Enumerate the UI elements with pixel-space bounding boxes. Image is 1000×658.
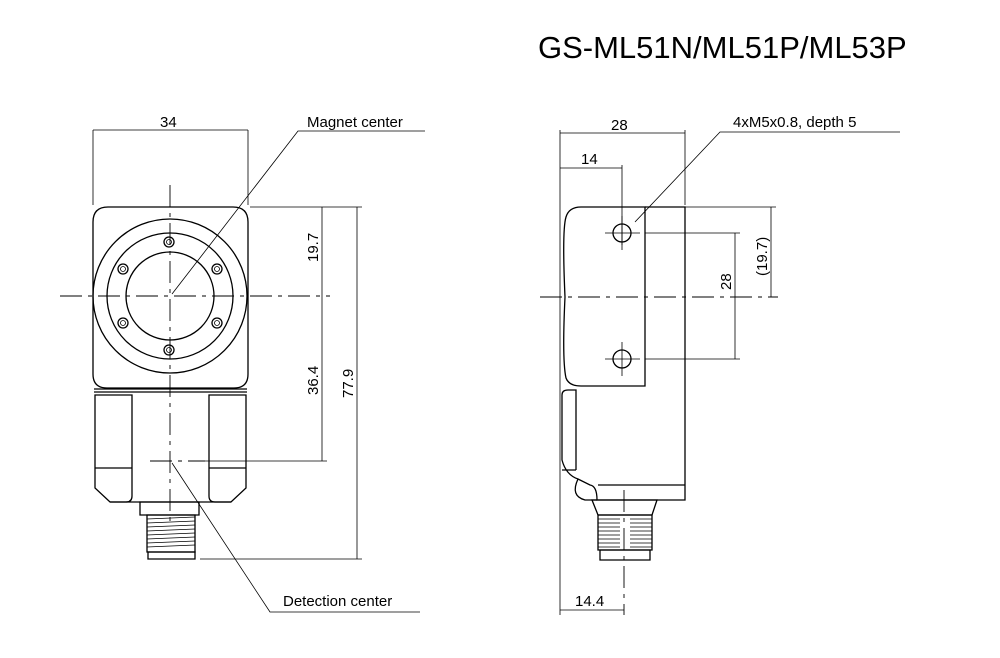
dim-77-9: 77.9 bbox=[340, 369, 357, 398]
magnet-center-label: Magnet center bbox=[307, 114, 403, 131]
side-connector bbox=[591, 499, 658, 561]
hole-spec-label: 4xM5x0.8, depth 5 bbox=[733, 114, 856, 131]
front-view: 34 19.7 36.4 77.9 Magnet center Detectio… bbox=[60, 114, 425, 613]
side-view: 28 14 28 (19.7) 4xM5x0.8, depth 5 14.4 bbox=[540, 114, 900, 615]
connector-dim-14-4: 14.4 bbox=[575, 593, 604, 610]
sensor-head-outline bbox=[92, 206, 249, 389]
detection-leader bbox=[171, 462, 420, 613]
side-body-outline bbox=[561, 206, 686, 501]
hole-pitch-28: 28 bbox=[718, 273, 735, 290]
side-head-outline bbox=[563, 206, 646, 387]
width-dim-34: 34 bbox=[160, 114, 177, 131]
body-left-block bbox=[94, 394, 133, 503]
ref-dim-19-7: (19.7) bbox=[754, 237, 771, 276]
hole-leader bbox=[634, 131, 900, 223]
connector bbox=[139, 501, 200, 560]
screw-holes bbox=[117, 236, 223, 356]
dim-36-4: 36.4 bbox=[305, 366, 322, 395]
body-right-block bbox=[208, 394, 247, 503]
head-band bbox=[94, 388, 247, 393]
drawing-title: GS-ML51N/ML51P/ML53P bbox=[538, 30, 907, 65]
magnet-leader bbox=[171, 130, 425, 295]
side-width-dim-28: 28 bbox=[611, 117, 628, 134]
detection-center-label: Detection center bbox=[283, 593, 392, 610]
side-half-dim-14: 14 bbox=[581, 151, 598, 168]
outer-ring bbox=[92, 218, 248, 374]
dim-19-7: 19.7 bbox=[305, 233, 322, 262]
